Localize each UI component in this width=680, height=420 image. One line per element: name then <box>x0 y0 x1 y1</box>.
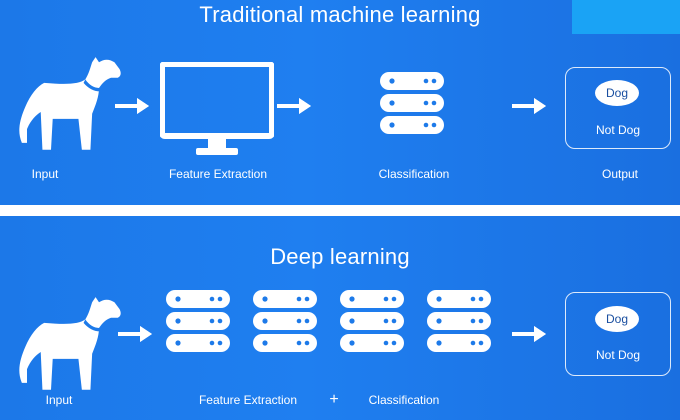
server-stack-icon <box>427 290 491 352</box>
feature-extraction-label: Feature Extraction <box>198 393 298 407</box>
arrow-right-icon <box>115 98 149 114</box>
traditional-ml-title: Traditional machine learning <box>199 2 481 27</box>
monitor-icon <box>160 62 274 155</box>
dog-oval: Dog <box>595 80 639 106</box>
dog-oval: Dog <box>595 306 639 332</box>
classification-label: Classification <box>368 393 440 407</box>
deep-learning-title: Deep learning <box>270 244 410 269</box>
plus-sign: + <box>329 391 339 408</box>
classification-label: Classification <box>378 167 450 181</box>
arrow-right-icon <box>277 98 311 114</box>
output-label: Output <box>601 167 639 181</box>
traditional-ml-panel: Traditional machine learning Dog Not Dog… <box>0 0 680 205</box>
dog-icon <box>19 297 121 390</box>
input-label: Input <box>45 393 73 407</box>
not-dog-label: Not Dog <box>595 123 641 137</box>
not-dog-label: Not Dog <box>595 348 641 362</box>
server-stack-icon <box>166 290 230 352</box>
output-box: Dog Not Dog <box>565 67 671 149</box>
feature-extraction-label: Feature Extraction <box>168 167 268 181</box>
server-stack-icon <box>253 290 317 352</box>
input-label: Input <box>31 167 59 181</box>
corner-patch <box>572 0 680 34</box>
arrow-right-icon <box>512 326 546 342</box>
output-box: Dog Not Dog <box>565 292 671 376</box>
arrow-right-icon <box>512 98 546 114</box>
deep-learning-panel: Deep learning Dog Not Dog Input Feature … <box>0 216 680 420</box>
server-stack-icon <box>340 290 404 352</box>
section-divider <box>0 205 680 216</box>
server-stack-icon <box>380 72 444 134</box>
arrow-right-icon <box>118 326 152 342</box>
